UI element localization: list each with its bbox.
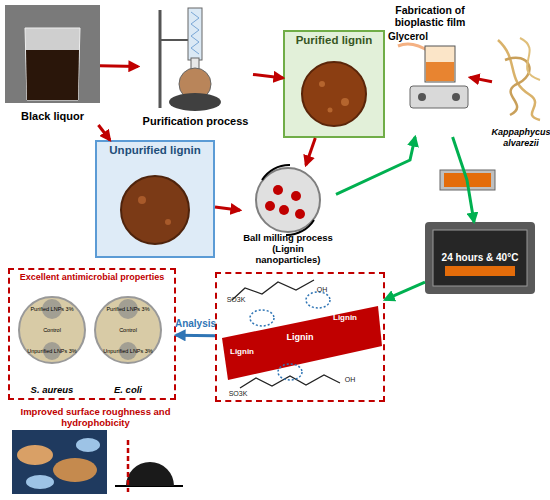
bioplastic-film — [222, 306, 382, 380]
clamp — [160, 39, 188, 41]
node-text: 24 hours & 40°C — [442, 252, 519, 264]
ball — [273, 185, 283, 195]
text-label: Lignin — [230, 348, 254, 357]
text-label: Lignin — [333, 314, 357, 323]
node-text: Black liquor — [21, 110, 84, 123]
lignin-powder — [121, 176, 189, 244]
fabrication-box: Fabrication of bioplastic film — [390, 2, 470, 137]
photo-bg — [5, 5, 100, 103]
edge-label: Analysis — [175, 318, 216, 329]
text-label: Purified LNPs 3% — [30, 306, 73, 312]
flow-arrow — [470, 77, 492, 81]
afm-peak — [26, 475, 54, 489]
hydrogen-bond — [306, 292, 330, 308]
stirrer-plate — [410, 86, 468, 108]
hydrogen-bond — [250, 310, 274, 326]
oven — [425, 222, 535, 294]
speck — [341, 98, 349, 106]
flow-arrow — [253, 74, 283, 78]
text-label: Purified LNPs 3% — [106, 306, 149, 312]
knob — [452, 93, 460, 101]
petri-plate — [19, 297, 85, 363]
flow-arrow — [453, 137, 474, 222]
text-label: OH — [317, 286, 328, 294]
water-droplet — [126, 462, 174, 486]
afm-peak — [76, 438, 100, 452]
hydrogen-bond — [278, 364, 302, 380]
node-text: Kappaphycus alvarezii — [492, 127, 550, 148]
petri-plate — [95, 297, 161, 363]
text-label: SO3K — [227, 296, 246, 304]
ball — [295, 209, 305, 219]
text-label: Unpurified LNPs 3% — [103, 348, 153, 354]
oven-window — [433, 230, 527, 286]
speck — [319, 81, 325, 87]
text-label: Control — [43, 327, 61, 333]
flow-arrow — [100, 64, 138, 68]
box-fill — [95, 140, 215, 258]
afm-surface — [12, 430, 107, 494]
node-text: Excellent antimicrobial properties — [20, 272, 165, 282]
knob — [418, 93, 426, 101]
ball — [291, 191, 301, 201]
ball-mill-box: Ball milling process (Lignin nanoparticl… — [240, 165, 336, 268]
coil — [191, 12, 199, 54]
node-text: E. coli — [114, 385, 142, 396]
lignin-box: Unpurified lignin — [95, 140, 215, 258]
rotation-arrow — [262, 165, 290, 180]
node-text: Fabrication of bioplastic film — [392, 4, 468, 28]
flow-arrow — [215, 207, 240, 210]
node-text: Purification process — [143, 115, 249, 128]
text-label: OH — [345, 376, 356, 384]
mill-jar — [256, 168, 320, 232]
node-text: Lignin — [287, 332, 314, 342]
seaweed — [498, 40, 540, 120]
seaweed-box: Kappaphycus alvarezii — [492, 25, 550, 150]
seaweed — [520, 38, 540, 80]
afm-peak — [17, 445, 53, 465]
node-text: S. aureus — [31, 385, 74, 396]
ball — [279, 205, 289, 215]
node-text: Unpurified lignin — [109, 144, 200, 157]
lignin-box: Purified lignin — [283, 30, 385, 138]
solution — [426, 62, 454, 81]
apparatus-box: Purification process — [138, 5, 253, 130]
node-text: Purified lignin — [296, 34, 373, 47]
heat-source — [169, 93, 221, 111]
black-liquor — [26, 50, 79, 100]
node-text: Improved surface roughness and hydrophob… — [10, 407, 181, 429]
node-text: Ball milling process (Lignin nanoparticl… — [242, 233, 334, 266]
box-fill — [283, 30, 385, 138]
lignin-powder — [302, 62, 366, 126]
afm-peak — [53, 458, 97, 482]
text-label: Glycerol — [388, 31, 428, 42]
text-label: Unpurified LNPs 3% — [27, 348, 77, 354]
speck — [328, 108, 333, 113]
speck — [165, 219, 171, 225]
ball — [265, 201, 275, 211]
structure-box: Lignin — [215, 272, 385, 402]
flow-arrow — [336, 137, 415, 194]
oven-box: 24 hours & 40°C — [425, 222, 535, 294]
stand — [159, 10, 162, 108]
text-label: Control — [119, 327, 137, 333]
flow-arrow — [176, 334, 215, 338]
speck — [138, 196, 146, 204]
seaweed — [505, 58, 529, 115]
carrageenan-chain — [240, 375, 340, 388]
text-label: SO3K — [229, 390, 248, 398]
photo-box: Black liquor — [5, 5, 100, 125]
condenser — [188, 8, 202, 60]
contact-angle-line — [127, 440, 130, 492]
film-in-oven — [445, 266, 515, 276]
afm-box: Improved surface roughness and hydrophob… — [8, 405, 183, 498]
flow-arrow — [385, 282, 425, 300]
flow-arrow — [98, 125, 110, 140]
flow-arrow — [306, 138, 315, 165]
result-box: Excellent antimicrobial properties S. aur… — [8, 268, 176, 400]
beaker — [425, 46, 455, 82]
beaker — [25, 28, 80, 100]
